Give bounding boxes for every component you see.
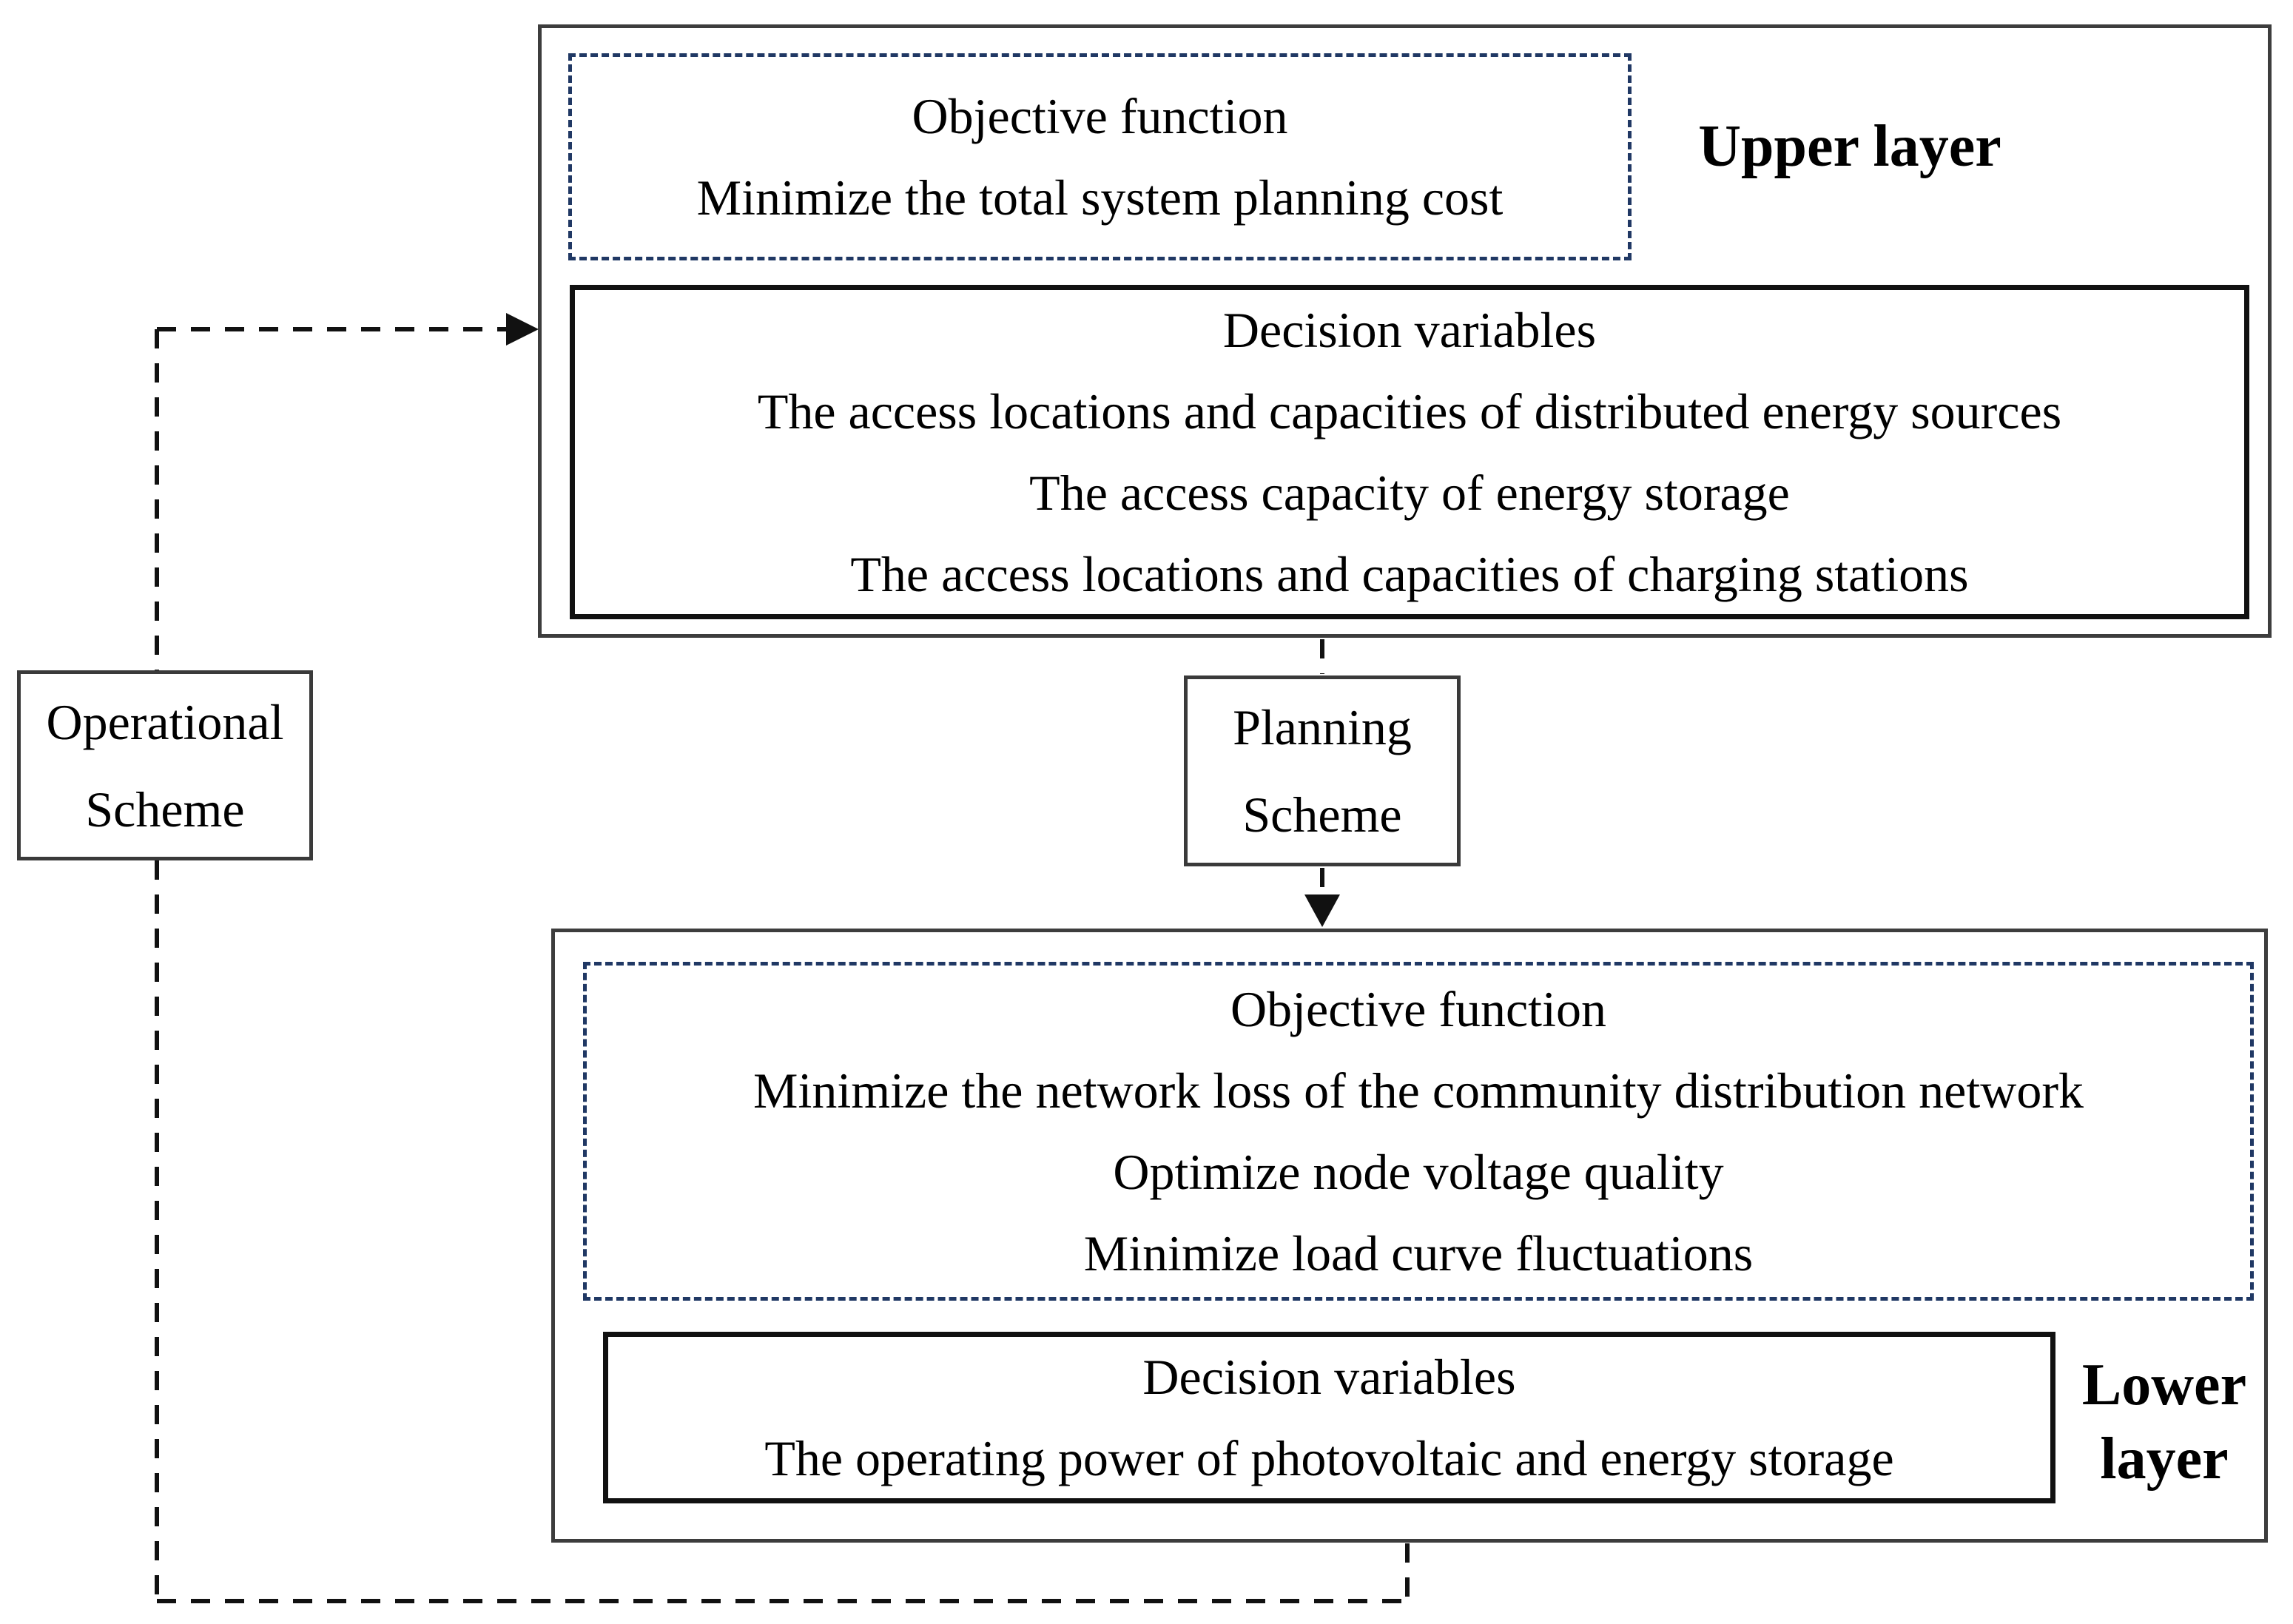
- upper-decision-box: Decision variables The access locations …: [570, 285, 2249, 619]
- upper-objective-title: Objective function: [912, 88, 1288, 144]
- planning-scheme-line: Scheme: [1242, 786, 1402, 843]
- lower-layer-label-line: layer: [2100, 1426, 2229, 1492]
- connector-upper-to-planning: [1320, 639, 1324, 674]
- lower-decision-box: Decision variables The operating power o…: [603, 1332, 2055, 1503]
- connector-operational-up: [155, 329, 159, 670]
- upper-layer-label: Upper layer: [1698, 114, 2001, 179]
- lower-objective-line: Minimize load curve fluctuations: [1083, 1225, 1754, 1281]
- operational-scheme-line: Scheme: [85, 781, 245, 838]
- connector-operational-to-upper: [157, 327, 508, 331]
- planning-scheme-box: Planning Scheme: [1184, 675, 1461, 866]
- lower-objective-box: Objective function Minimize the network …: [583, 962, 2254, 1301]
- upper-decision-line: The access locations and capacities of d…: [757, 383, 2062, 439]
- arrowhead-right-icon: [506, 313, 539, 346]
- lower-decision-title: Decision variables: [1142, 1349, 1516, 1405]
- upper-decision-line: The access capacity of energy storage: [1029, 465, 1790, 521]
- lower-layer-label-line: Lower: [2081, 1352, 2247, 1418]
- lower-layer-box: [551, 929, 2268, 1543]
- connector-operational-down: [155, 860, 159, 1602]
- arrowhead-down-icon: [1304, 894, 1340, 927]
- operational-scheme-line: Operational: [46, 693, 284, 750]
- planning-scheme-line: Planning: [1233, 699, 1412, 755]
- upper-layer-box: [538, 24, 2272, 638]
- upper-decision-title: Decision variables: [1222, 302, 1597, 358]
- lower-objective-title: Objective function: [1230, 981, 1606, 1037]
- lower-decision-line: The operating power of photovoltaic and …: [764, 1430, 1894, 1486]
- upper-objective-line: Minimize the total system planning cost: [696, 169, 1504, 226]
- operational-scheme-box: Operational Scheme: [17, 670, 313, 860]
- lower-objective-line: Optimize node voltage quality: [1113, 1144, 1724, 1200]
- connector-lower-to-bottom: [1405, 1543, 1410, 1602]
- lower-objective-line: Minimize the network loss of the communi…: [753, 1062, 2084, 1119]
- upper-objective-box: Objective function Minimize the total sy…: [568, 53, 1632, 260]
- upper-decision-line: The access locations and capacities of c…: [850, 546, 1969, 602]
- connector-planning-to-lower: [1320, 868, 1324, 896]
- lower-layer-label: Lower layer: [2064, 1348, 2264, 1496]
- connector-bottom-run: [157, 1599, 1407, 1603]
